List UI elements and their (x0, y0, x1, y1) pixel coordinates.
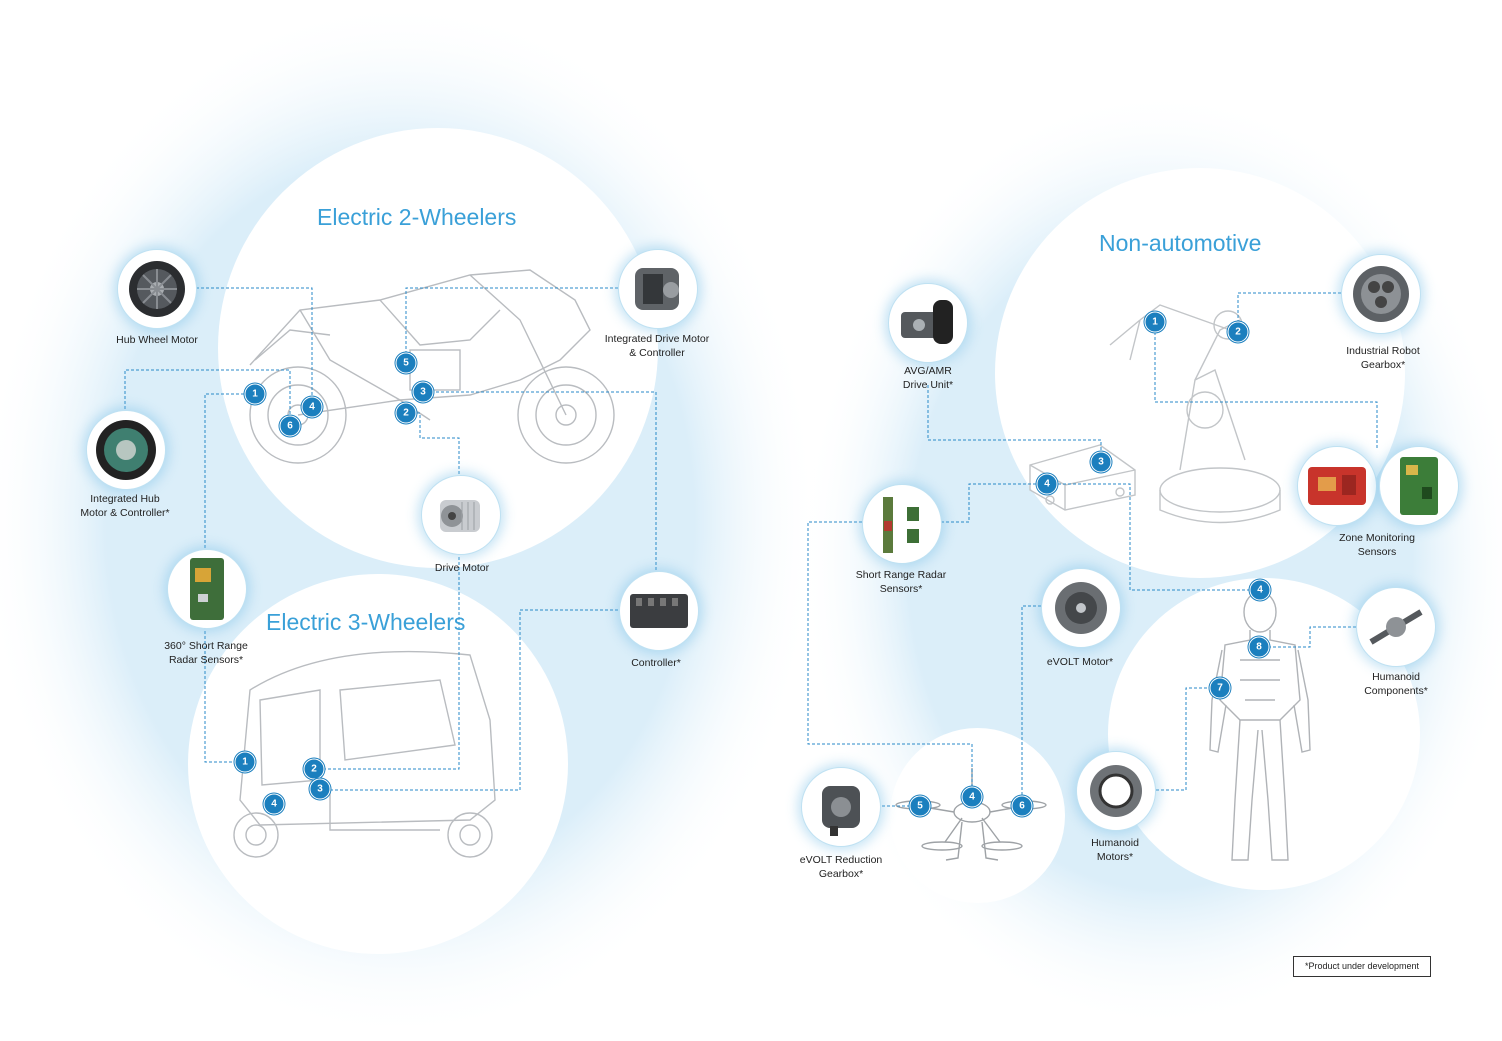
badge-humanoid: 8 (1248, 636, 1270, 658)
hub-wheel-motor-image[interactable] (117, 249, 197, 329)
integrated-drive-motor-label: Integrated Drive Motor& Controller (604, 333, 710, 359)
industrial-gearbox-image[interactable] (1341, 254, 1421, 334)
badge-amr: 3 (1090, 451, 1112, 473)
drone-illustration (895, 768, 1047, 861)
evolt-motor-label: eVOLT Motor* (1046, 656, 1114, 668)
controller-label: Controller* (631, 657, 681, 669)
badge-2w: 1 (244, 383, 266, 405)
badge-2w: 5 (395, 352, 417, 374)
badge-humanoid: 4 (1249, 579, 1271, 601)
badge-drone: 4 (961, 786, 983, 808)
integrated-drive-motor-image[interactable] (618, 249, 698, 329)
badge-robot: 1 (1144, 311, 1166, 333)
radar-360-image[interactable] (167, 549, 247, 629)
badge-3w: 4 (263, 793, 285, 815)
drive-motor-label: Drive Motor (434, 562, 490, 574)
non-automotive-title: Non-automotive (1099, 230, 1262, 256)
short-range-radar-image[interactable] (862, 484, 942, 564)
motorcycle-illustration (249, 269, 615, 464)
badge-3w: 2 (303, 758, 325, 780)
controller-image[interactable] (619, 571, 699, 651)
badge-humanoid: 7 (1209, 677, 1231, 699)
badge-2w: 3 (412, 381, 434, 403)
evolt-gearbox-image[interactable] (801, 767, 881, 847)
badge-drone: 6 (1011, 795, 1033, 817)
zone-monitoring-red-image[interactable] (1297, 446, 1377, 526)
badge-3w: 1 (234, 751, 256, 773)
badge-amr: 4 (1036, 473, 1058, 495)
badge-robot: 2 (1227, 321, 1249, 343)
badge-2w: 2 (395, 402, 417, 424)
hub-wheel-motor-label: Hub Wheel Motor (116, 334, 198, 346)
two-wheelers-title: Electric 2-Wheelers (317, 204, 517, 230)
zone-monitoring-green-image[interactable] (1379, 446, 1459, 526)
development-note: *Product under development (1293, 956, 1431, 977)
badge-2w: 6 (279, 415, 301, 437)
humanoid-components-image[interactable] (1356, 587, 1436, 667)
badge-2w: 4 (301, 396, 323, 418)
avg-amr-image[interactable] (888, 283, 968, 363)
humanoid-motors-image[interactable] (1076, 751, 1156, 831)
integrated-hub-motor-image[interactable] (86, 410, 166, 490)
evolt-motor-image[interactable] (1041, 568, 1121, 648)
three-wheelers-title: Electric 3-Wheelers (266, 609, 466, 635)
badge-drone: 5 (909, 795, 931, 817)
rickshaw-illustration (233, 650, 496, 858)
drive-motor-image[interactable] (421, 475, 501, 555)
badge-3w: 3 (309, 778, 331, 800)
amr-illustration (1029, 444, 1136, 511)
